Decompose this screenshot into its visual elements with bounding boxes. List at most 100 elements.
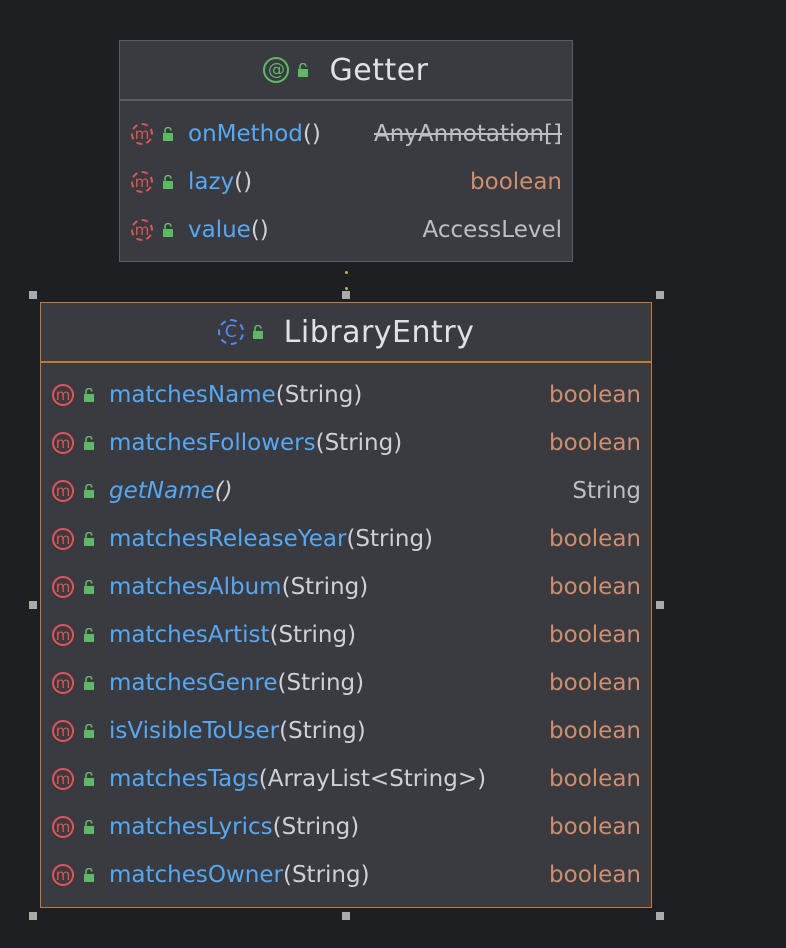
method-name: isVisibleToUser [109,718,280,744]
resize-handle-top-left[interactable] [29,291,37,299]
method-name: matchesReleaseYear [109,526,347,552]
public-lock-icon [83,532,95,546]
resize-handle-bottom-left[interactable] [29,912,37,920]
library-entry-title: LibraryEntry [283,314,475,350]
method-name: matchesFollowers [109,430,316,456]
method-params: (String) [277,670,365,696]
return-type: AnyAnnotation[] [374,121,562,147]
method-row[interactable]: m matchesLyrics(String) boolean [52,803,651,851]
method-icon: m [52,672,74,694]
resize-handle-bottom-center[interactable] [342,912,350,920]
method-name: matchesGenre [109,670,278,696]
method-name: getName [109,478,215,504]
return-type: boolean [549,814,641,840]
method-icon: m [52,864,74,886]
method-params: (String) [281,574,369,600]
method-name: onMethod [188,121,303,147]
method-icon: m [52,768,74,790]
method-icon: m [52,480,74,502]
public-lock-icon [252,325,264,339]
method-icon: m [131,219,153,241]
return-type: boolean [470,169,562,195]
return-type: boolean [549,766,641,792]
resize-handle-top-right[interactable] [656,291,664,299]
method-row[interactable]: m matchesGenre(String) boolean [52,659,651,707]
public-lock-icon [83,388,95,402]
getter-title: Getter [329,52,429,88]
return-type: boolean [549,670,641,696]
method-name: lazy [188,169,235,195]
connector-point [345,271,348,274]
return-type: boolean [549,382,641,408]
getter-header: @ Getter [120,41,572,101]
method-row[interactable]: m matchesOwner(String) boolean [52,851,651,899]
public-lock-icon [162,127,174,141]
public-lock-icon [83,484,95,498]
public-lock-icon [83,868,95,882]
return-type: String [572,478,641,504]
public-lock-icon [83,724,95,738]
resize-handle-middle-right[interactable] [656,601,664,609]
method-params: () [214,478,233,504]
public-lock-icon [83,772,95,786]
method-row[interactable]: m value() AccessLevel [131,206,572,254]
method-name: matchesArtist [109,622,270,648]
method-name: matchesLyrics [109,814,273,840]
return-type: boolean [549,526,641,552]
method-row[interactable]: m matchesTags(ArrayList<String>) boolean [52,755,651,803]
method-icon: m [52,624,74,646]
connector-point [345,287,348,290]
method-icon: m [52,576,74,598]
method-name: matchesName [109,382,276,408]
method-params: () [234,169,253,195]
method-row[interactable]: m matchesReleaseYear(String) boolean [52,515,651,563]
method-params: (String) [346,526,434,552]
public-lock-icon [83,436,95,450]
public-lock-icon [83,580,95,594]
method-params: (String) [279,718,366,744]
method-icon: m [52,384,74,406]
method-name: matchesTags [109,766,259,792]
abstract-class-icon: C [217,319,244,345]
method-row[interactable]: m matchesAlbum(String) boolean [52,563,651,611]
return-type: AccessLevel [422,217,562,243]
method-params: (String) [272,814,360,840]
method-icon: m [52,528,74,550]
method-params: (ArrayList<String>) [258,766,487,792]
method-name: value [188,217,251,243]
return-type: boolean [549,622,641,648]
method-row[interactable]: m onMethod() AnyAnnotation[] [131,110,572,158]
method-params: () [302,121,321,147]
return-type: boolean [549,574,641,600]
public-lock-icon [83,676,95,690]
method-params: (String) [315,430,403,456]
resize-handle-bottom-right[interactable] [656,912,664,920]
method-icon: m [131,123,153,145]
method-params: () [250,217,269,243]
public-lock-icon [162,175,174,189]
library-entry-header: C LibraryEntry [41,303,651,363]
method-row[interactable]: m getName() String [52,467,651,515]
return-type: boolean [549,862,641,888]
public-lock-icon [83,820,95,834]
method-params: (String) [282,862,370,888]
annotation-icon: @ [263,57,290,83]
resize-handle-top-center[interactable] [342,291,350,299]
method-icon: m [52,816,74,838]
method-row[interactable]: m matchesName(String) boolean [52,371,651,419]
public-lock-icon [297,63,309,77]
resize-handle-middle-left[interactable] [29,601,37,609]
public-lock-icon [83,628,95,642]
return-type: boolean [549,718,641,744]
method-params: (String) [275,382,363,408]
method-name: matchesAlbum [109,574,282,600]
method-name: matchesOwner [109,862,283,888]
